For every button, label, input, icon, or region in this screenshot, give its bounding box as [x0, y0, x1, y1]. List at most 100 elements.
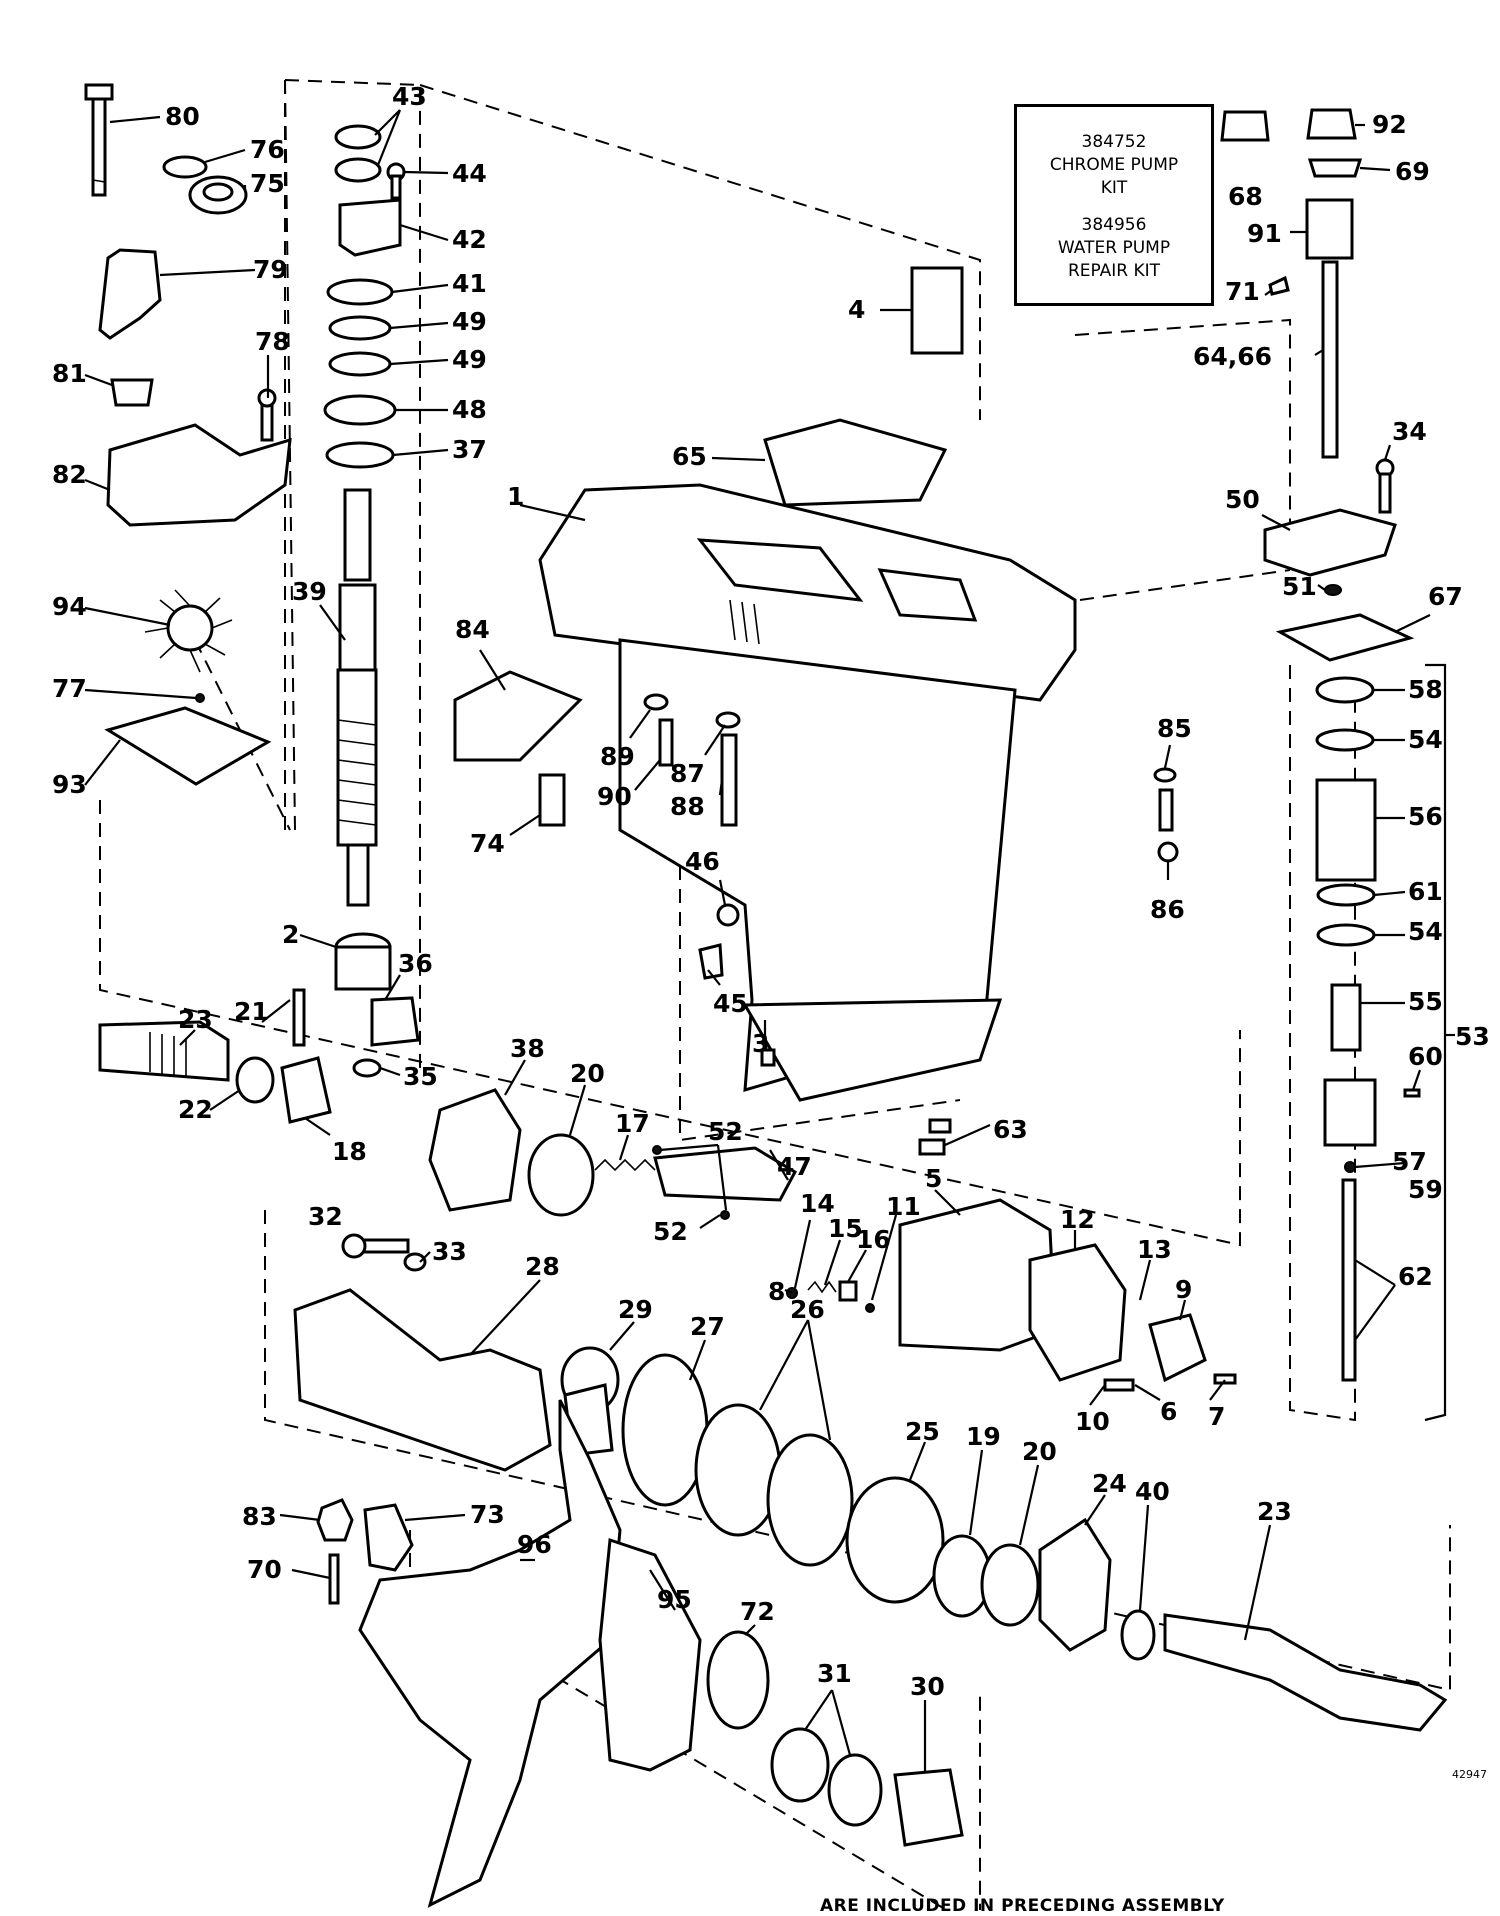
screw-34: [1375, 458, 1395, 514]
plate-number: 42947: [1452, 1768, 1487, 1781]
reverse-gear-24: [1038, 1517, 1112, 1652]
callout-45: 45: [713, 989, 748, 1018]
callout-82: 82: [52, 460, 87, 489]
callout-89: 89: [600, 742, 635, 771]
bearing-housing-row: [293, 1233, 1448, 1732]
callout-24: 24: [1092, 1469, 1127, 1498]
callout-11: 11: [886, 1192, 921, 1221]
bearing-37: [325, 441, 395, 469]
propeller-shaft-23-upper: [98, 1020, 230, 1082]
spring-22: [235, 1056, 275, 1104]
kit-line: KIT: [1100, 178, 1128, 198]
callout-20a: 20: [570, 1059, 605, 1088]
right-column-parts: [1220, 108, 1421, 1382]
grease-plugs-45-46: [698, 903, 740, 980]
callout-25: 25: [905, 1417, 940, 1446]
callout-53: 53: [1455, 1022, 1490, 1051]
bearing-housing-12: [1028, 1243, 1127, 1382]
callout-54a: 54: [1408, 725, 1443, 754]
callout-23b: 23: [1257, 1497, 1292, 1526]
leader-lines: [84, 109, 1455, 1772]
callout-42: 42: [452, 225, 487, 254]
callout-86: 86: [1150, 895, 1185, 924]
seal-51: [1324, 584, 1342, 596]
callout-68: 68: [1228, 182, 1263, 211]
callout-39: 39: [292, 577, 327, 606]
callout-6: 6: [1160, 1397, 1177, 1426]
screws-85-86: [1153, 767, 1179, 863]
callout-15: 15: [828, 1214, 863, 1243]
kit-line: REPAIR KIT: [1067, 261, 1161, 281]
callout-56: 56: [1408, 802, 1443, 831]
ball-59: [1344, 1161, 1356, 1173]
callout-49a: 49: [452, 307, 487, 336]
callout-52b: 52: [653, 1217, 688, 1246]
thrust-hub-72: [706, 1630, 770, 1730]
callout-70: 70: [247, 1555, 282, 1584]
callout-29: 29: [618, 1295, 653, 1324]
retainer-42: [338, 198, 402, 257]
driveshaft-stack: [323, 124, 420, 1078]
bearing-31b: [827, 1753, 883, 1827]
callout-90: 90: [597, 782, 632, 811]
fasteners-87-90: [643, 693, 741, 827]
callout-3: 3: [752, 1029, 769, 1058]
cotter-pin-70: [328, 1553, 340, 1605]
callout-31: 31: [817, 1659, 852, 1688]
kit-number: 384752: [1081, 132, 1147, 152]
kit-water-pump-repair: 384956 WATER PUMP REPAIR KIT: [1017, 214, 1211, 283]
callout-37: 37: [452, 435, 487, 464]
callout-44: 44: [452, 159, 487, 188]
callout-49b: 49: [452, 345, 487, 374]
callout-87: 87: [670, 759, 705, 788]
seal-75: [188, 175, 248, 215]
thrust-washer-20-lower: [980, 1543, 1040, 1627]
gearcase-housing-1: [538, 483, 1077, 1102]
retaining-ring-26a: [694, 1403, 782, 1537]
o-ring-54-upper: [1315, 728, 1375, 752]
callout-93: 93: [52, 770, 87, 799]
washer-33: [403, 1252, 427, 1272]
callout-83: 83: [242, 1502, 277, 1531]
callout-75: 75: [250, 169, 285, 198]
bushing-57: [1323, 1078, 1377, 1147]
cover-9: [1148, 1313, 1207, 1383]
boot-91: [1305, 198, 1354, 260]
o-ring-41: [326, 278, 394, 306]
pin-21: [292, 988, 306, 1047]
kit-line: CHROME PUMP: [1049, 155, 1179, 175]
callout-9: 9: [1175, 1275, 1192, 1304]
propeller-hub-95: [598, 1537, 702, 1772]
plug-3: [760, 1048, 776, 1067]
callout-labels: 80 76 75 79 78 81 82 94 77 93 43 44 42 4…: [52, 82, 1490, 1701]
callout-46: 46: [685, 847, 720, 876]
spring-17: [594, 1158, 656, 1172]
washer-40: [1120, 1609, 1156, 1661]
callout-36: 36: [398, 949, 433, 978]
washer-76: [162, 155, 208, 179]
callout-61: 61: [1408, 877, 1443, 906]
bearing-48: [323, 394, 397, 426]
forward-gear-38: [428, 1088, 522, 1212]
kit-line: WATER PUMP: [1057, 238, 1171, 258]
retaining-ring-26b: [766, 1433, 854, 1567]
callout-50: 50: [1225, 485, 1260, 514]
callout-35: 35: [403, 1062, 438, 1091]
callout-7: 7: [1208, 1402, 1225, 1431]
callout-55: 55: [1408, 987, 1443, 1016]
pin-71: [1268, 275, 1290, 296]
kit-chrome-pump: 384752 CHROME PUMP KIT: [1017, 131, 1211, 200]
pump-insert-4: [910, 266, 964, 355]
callout-47: 47: [777, 1152, 812, 1181]
plate-25: [845, 1476, 945, 1604]
callout-65: 65: [672, 442, 707, 471]
callout-91: 91: [1247, 219, 1282, 248]
pinion-36: [370, 996, 420, 1047]
callout-71: 71: [1225, 277, 1260, 306]
seal-43-upper: [334, 124, 382, 150]
callout-26: 26: [790, 1295, 825, 1324]
callout-92: 92: [1372, 110, 1407, 139]
seal-58: [1315, 676, 1375, 704]
callout-95: 95: [657, 1585, 692, 1614]
callout-67: 67: [1428, 582, 1463, 611]
